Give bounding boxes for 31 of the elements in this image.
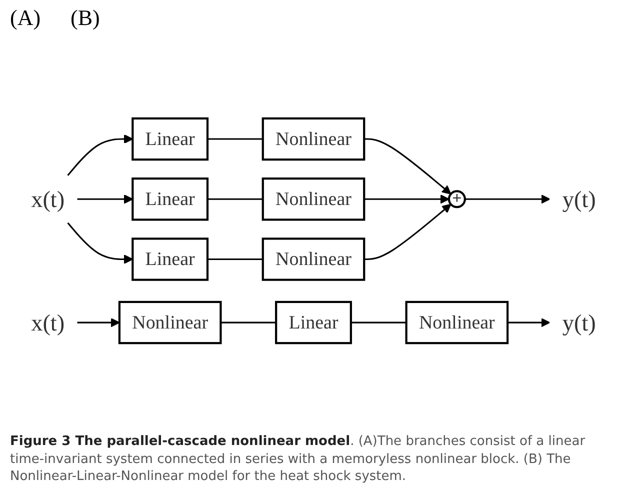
- arrow: [77, 194, 134, 204]
- node-box: Nonlinear: [118, 300, 222, 344]
- node-box: Nonlinear: [405, 300, 509, 344]
- arrow: [77, 318, 120, 327]
- connector: [208, 258, 263, 260]
- connector: [350, 322, 406, 324]
- arrow: [67, 134, 134, 176]
- node-circle: +: [448, 190, 466, 208]
- node-text: x(t): [31, 186, 65, 212]
- node-box: Linear: [275, 300, 352, 344]
- arrow: [67, 222, 134, 264]
- connector: [220, 322, 276, 324]
- node-text: y(t): [562, 309, 596, 336]
- panel-label: (B): [70, 5, 100, 31]
- arrow: [364, 204, 452, 260]
- node-box: Nonlinear: [262, 237, 366, 281]
- node-box: Linear: [132, 117, 209, 160]
- node-box: Linear: [132, 177, 209, 221]
- arrow: [508, 318, 550, 327]
- arrow: [464, 194, 550, 204]
- connector: [208, 138, 263, 140]
- connector: [208, 198, 263, 200]
- arrow: [364, 194, 450, 204]
- panel-label: (A): [10, 5, 41, 31]
- figure-caption: Figure 3 The parallel-cascade nonlinear model. (A)The branches consist of a linear time-invariant system connected in series with a memoryless nonlinear block. (B) The Nonlinear-Linear-Nonlinear model for the heat shock system.: [10, 433, 586, 486]
- node-box: Nonlinear: [262, 117, 366, 160]
- node-box: Linear: [132, 237, 209, 281]
- node-text: y(t): [562, 186, 596, 212]
- node-box: Nonlinear: [262, 177, 366, 221]
- arrow: [364, 138, 452, 194]
- node-text: x(t): [31, 309, 65, 336]
